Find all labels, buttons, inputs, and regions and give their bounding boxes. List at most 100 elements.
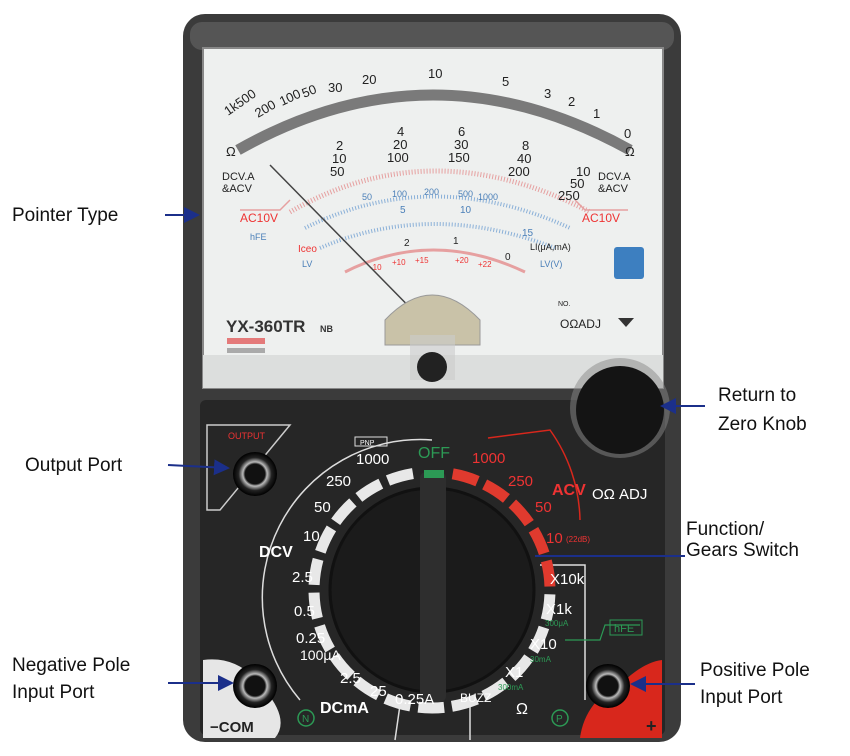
dcv-range: 50 [314, 499, 331, 516]
model-name: YX-360TR [226, 317, 305, 336]
dcv-scale-label: 10 [332, 151, 346, 166]
dcma-range: 100μA [300, 647, 341, 663]
mechanical-zero-screw[interactable] [417, 352, 447, 382]
dcv-scale-label: 250 [558, 188, 580, 203]
acv-range: 250 [508, 473, 533, 490]
no-label: NO. [558, 301, 571, 308]
certification-logo [614, 247, 644, 279]
model-suffix: NB [320, 324, 333, 334]
dial-range-mark [329, 652, 355, 680]
dcv-range: 2.5 [292, 569, 313, 586]
ohm-scale-label: 3 [544, 86, 551, 101]
output-label: OUTPUT [228, 431, 266, 441]
db-scale-label: +15 [415, 256, 429, 265]
triangle-icon [618, 318, 634, 327]
hfe-scale-label: 500 [458, 189, 473, 199]
meter-window: 1k500 200 100 50 30 20 10 5 3 2 1 0 Ω Ω … [202, 47, 664, 389]
ac-scale-arc [288, 168, 592, 215]
dcv-scale-label: 10 [576, 164, 590, 179]
ohm-scale-label: 2 [568, 94, 575, 109]
dcma-range: 25 [370, 683, 387, 700]
callout-pointer-type: Pointer Type [12, 205, 118, 226]
movement-pivot [384, 294, 481, 346]
dcv-scale-label: 50 [330, 164, 344, 179]
dcma-label: DCmA [320, 700, 369, 717]
ohm-scale-label: 1 [593, 106, 600, 121]
dial-range-mark [385, 468, 414, 486]
output-port[interactable] [233, 452, 277, 496]
negative-input-port[interactable] [233, 664, 277, 708]
function-switch-pointer[interactable] [420, 472, 446, 702]
positive-input-port[interactable] [586, 664, 630, 708]
plus-label: + [646, 716, 657, 736]
dcv-range: 0.25 [296, 630, 325, 647]
dcma-range: 2.5 [340, 670, 361, 687]
dial-range-mark [507, 654, 534, 682]
dcv-label: DCV [259, 544, 293, 561]
ohm-symbol: Ω [625, 144, 635, 159]
lv-scale-label: 0 [505, 252, 511, 263]
db-scale-label: -10 [370, 263, 382, 272]
li-scale-arc [319, 222, 556, 250]
dial-range-mark [528, 625, 550, 654]
db-scale-label: +10 [392, 258, 406, 267]
dcv-scale-label: 200 [508, 164, 530, 179]
ohm-range: X1k [546, 601, 572, 618]
callout-return-zero: Return to [718, 385, 796, 406]
ohm-range: X10 [530, 636, 557, 653]
pnp-label: PNP [360, 440, 375, 447]
lv-label: LV [302, 259, 312, 269]
p-label: P [556, 714, 563, 725]
lv-scale-label: 2 [404, 238, 410, 249]
acv-db-label: (22dB) [566, 535, 590, 544]
dcv-scale-label: 30 [454, 137, 468, 152]
dial-range-mark [353, 676, 382, 701]
dcv-label: DCV.A [222, 171, 255, 183]
dcv-label: DCV.A [598, 171, 631, 183]
callout-function-switch: Gears Switch [686, 540, 799, 561]
dial-off: OFF [418, 445, 450, 462]
dial-range-mark [508, 499, 534, 527]
ohm-scale-label: 20 [362, 72, 376, 87]
dcv-scale-label: 150 [448, 150, 470, 165]
ohm-symbol: Ω [226, 144, 236, 159]
callout-function-switch: Function/ [686, 519, 765, 540]
dial-range-mark [528, 526, 550, 556]
dcv-scale-label: 4 [397, 124, 404, 139]
dial-range-mark [451, 468, 480, 487]
callout-return-zero: Zero Knob [718, 414, 807, 435]
dial-range-mark [383, 693, 412, 712]
dcv-label: &ACV [598, 183, 629, 195]
callout-arrow [167, 459, 230, 476]
dial-range-mark [355, 478, 384, 502]
zero-adj-label: OΩ ADJ [592, 486, 647, 503]
dial-range-mark [315, 525, 337, 554]
li-label: LI(μA,mA) [530, 242, 571, 252]
dial-range-mark [308, 592, 323, 620]
ohm-sub: 300mA [498, 683, 524, 692]
lv-scale-label: 1 [453, 236, 459, 247]
dcv-scale-label: 40 [517, 151, 531, 166]
ohm-scale-label: 5 [502, 74, 509, 89]
ac10v-label: AC10V [240, 211, 278, 225]
dcv-label: &ACV [222, 183, 253, 195]
buzz-label: BUZZ [460, 691, 491, 705]
top-frame [190, 22, 674, 50]
ohm-range: X10k [550, 571, 585, 588]
ohm-scale-label: 50 [300, 81, 319, 100]
zero-adjust-knob[interactable] [576, 366, 664, 454]
li-scale-label: 10 [460, 205, 472, 216]
callout-positive-port: Input Port [700, 687, 783, 708]
dcv-scale-label: 6 [458, 124, 465, 139]
db-scale-label: +22 [478, 260, 492, 269]
ohm-scale-arc [235, 89, 633, 155]
dcv-scale-label: 100 [387, 150, 409, 165]
dial-range-ring [308, 468, 556, 714]
dial-range-mark [540, 593, 556, 622]
switch-indicator [424, 470, 444, 478]
ohm-scale-label: 30 [328, 80, 342, 95]
dcv-scale-label: 20 [393, 137, 407, 152]
callout-negative-port: Negative Pole [12, 655, 130, 676]
dial-range-mark [331, 498, 357, 526]
dcv-scale-label: 8 [522, 138, 529, 153]
